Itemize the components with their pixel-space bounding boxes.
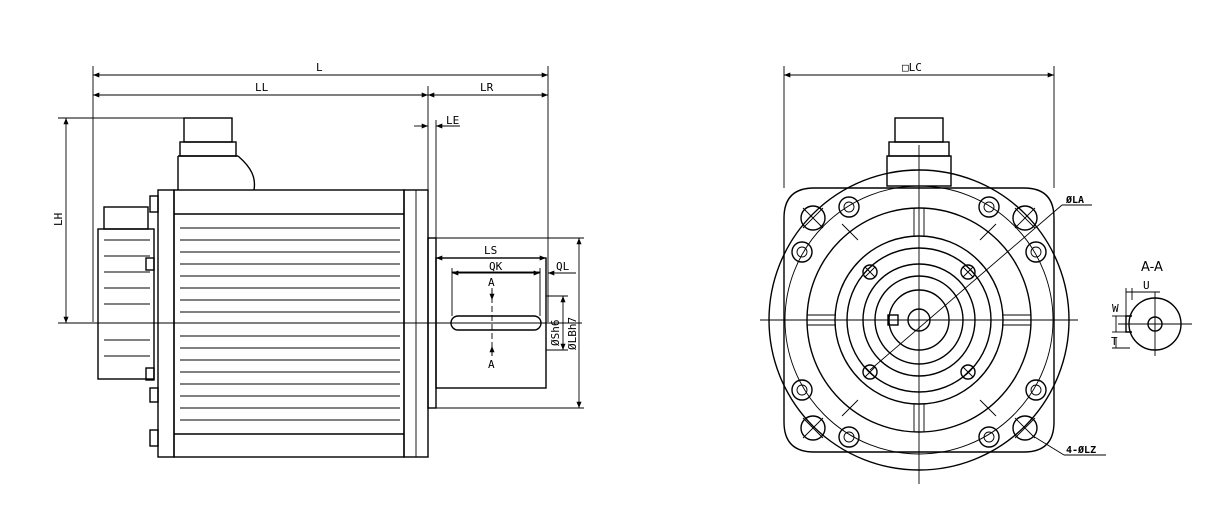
section-view-a-a: A-A U W T (1111, 260, 1192, 356)
dim-LZ-label: 4-ØLZ (1066, 444, 1096, 456)
section-mark-bottom: A (488, 358, 495, 371)
section-dim-U: U (1143, 279, 1150, 292)
dim-LB-label: ØLBh7 (566, 317, 579, 350)
bolt-circle (784, 185, 1054, 455)
dim-LL: LL (93, 81, 429, 190)
section-mark-top: A (488, 276, 495, 289)
dim-QK-label: QK (489, 260, 503, 273)
section-dim-W: W (1112, 302, 1119, 315)
dim-QK: QK (451, 260, 541, 316)
shaft-circle (907, 308, 931, 332)
shaft-key (887, 314, 899, 326)
encoder-connector (97, 206, 155, 381)
outer-circle (768, 169, 1070, 471)
dim-LC: □LC (783, 61, 1055, 188)
rib-outer-circle (806, 207, 1032, 433)
dim-LA-label: ØLA (1065, 194, 1084, 206)
shaft-outer-circle (888, 289, 950, 351)
mounting-holes (800, 205, 1038, 441)
dim-L-label: L (316, 61, 323, 74)
dim-QL: QL (548, 260, 576, 276)
section-dim-T: T (1111, 335, 1118, 348)
bolt-holes (791, 196, 1047, 448)
front-power-connector (886, 117, 952, 187)
dim-LH-label: LH (52, 213, 65, 226)
dim-S-label: ØSh6 (549, 320, 562, 347)
dim-LS-label: LS (484, 244, 497, 257)
dim-LL-label: LL (255, 81, 269, 94)
dim-QL-label: QL (556, 260, 570, 273)
seal-circle (874, 275, 964, 365)
power-connector (177, 117, 256, 191)
housing-ribs (807, 208, 1031, 432)
pilot-circle (846, 247, 992, 393)
dim-L: L (92, 61, 549, 322)
front-view: ØLA □LC 4-ØLZ (760, 61, 1106, 484)
dim-LR: LR (428, 81, 548, 98)
dim-LE: LE (414, 114, 460, 238)
dim-LZ: 4-ØLZ (1032, 435, 1106, 456)
section-title: A-A (1141, 260, 1163, 275)
square-flange (783, 187, 1055, 453)
dim-LC-label: □LC (902, 61, 922, 74)
dim-S: ØSh6 (546, 295, 568, 351)
side-view: L LL LR LE LH LS (52, 61, 584, 458)
dim-LS: LS (436, 244, 546, 261)
dim-LB: ØLBh7 (436, 237, 584, 409)
dim-LR-label: LR (480, 81, 494, 94)
rib-inner-circle (834, 235, 1004, 405)
bearing-circle (862, 263, 976, 377)
dim-LE-label: LE (446, 114, 459, 127)
dim-LA: ØLA (869, 194, 1092, 371)
dim-LH: LH (52, 117, 184, 323)
inner-screws (862, 264, 976, 380)
motor-body (173, 189, 437, 458)
